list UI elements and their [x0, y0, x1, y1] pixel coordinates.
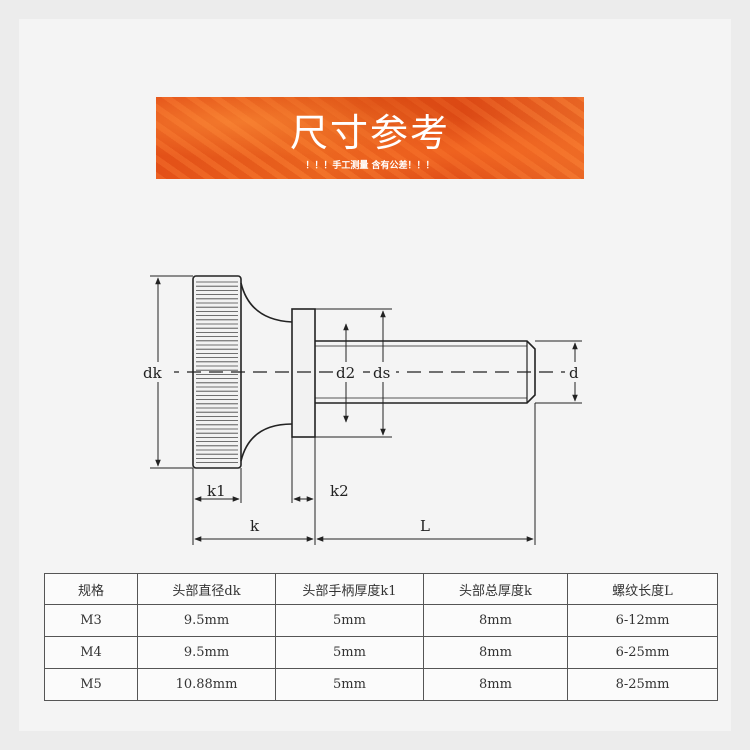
cell-spec: M3: [44, 604, 138, 637]
table-row: M5 10.88mm 5mm 8mm 8-25mm: [44, 668, 718, 701]
cell-dk: 9.5mm: [137, 604, 276, 637]
cell-k1: 5mm: [275, 636, 424, 669]
table-row: M4 9.5mm 5mm 8mm 6-25mm: [44, 636, 718, 669]
label-k1: k1: [207, 482, 226, 500]
cell-spec: M5: [44, 668, 138, 701]
header-head-diameter: 头部直径dk: [137, 573, 276, 605]
table-row: M3 9.5mm 5mm 8mm 6-12mm: [44, 604, 718, 637]
head-neck: [240, 282, 293, 462]
label-k: k: [250, 517, 260, 535]
cell-spec: M4: [44, 636, 138, 669]
knurl-lines: [196, 281, 238, 464]
label-k2: k2: [330, 482, 349, 500]
cell-k1: 5mm: [275, 604, 424, 637]
cell-k: 8mm: [423, 604, 568, 637]
cell-L: 6-25mm: [567, 636, 718, 669]
cell-L: 8-25mm: [567, 668, 718, 701]
cell-dk: 9.5mm: [137, 636, 276, 669]
table-header-row: 规格 头部直径dk 头部手柄厚度k1 头部总厚度k 螺纹长度L: [44, 573, 718, 605]
cell-k: 8mm: [423, 668, 568, 701]
label-L: L: [420, 517, 430, 535]
header-head-total-thickness: 头部总厚度k: [423, 573, 568, 605]
header-handle-thickness: 头部手柄厚度k1: [275, 573, 424, 605]
cell-dk: 10.88mm: [137, 668, 276, 701]
banner-subtitle: ！！！手工测量 含有公差！！！: [305, 161, 435, 171]
title-banner: 尺寸参考 ！！！手工测量 含有公差！！！: [156, 97, 584, 179]
label-d2: d2: [336, 364, 355, 382]
header-thread-length: 螺纹长度L: [567, 573, 718, 605]
header-spec: 规格: [44, 573, 138, 605]
collar: [291, 308, 316, 438]
label-d: d: [569, 364, 579, 382]
spec-table: 规格 头部直径dk 头部手柄厚度k1 头部总厚度k 螺纹长度L M3 9.5mm…: [44, 573, 718, 701]
cell-k1: 5mm: [275, 668, 424, 701]
threaded-shank: [315, 340, 536, 404]
banner-title: 尺寸参考: [289, 111, 450, 155]
label-dk: dk: [143, 364, 163, 382]
technical-drawing: dk d2 ds d k1 k2 k L: [143, 275, 582, 545]
cell-k: 8mm: [423, 636, 568, 669]
label-ds: ds: [373, 364, 390, 382]
cell-L: 6-12mm: [567, 604, 718, 637]
